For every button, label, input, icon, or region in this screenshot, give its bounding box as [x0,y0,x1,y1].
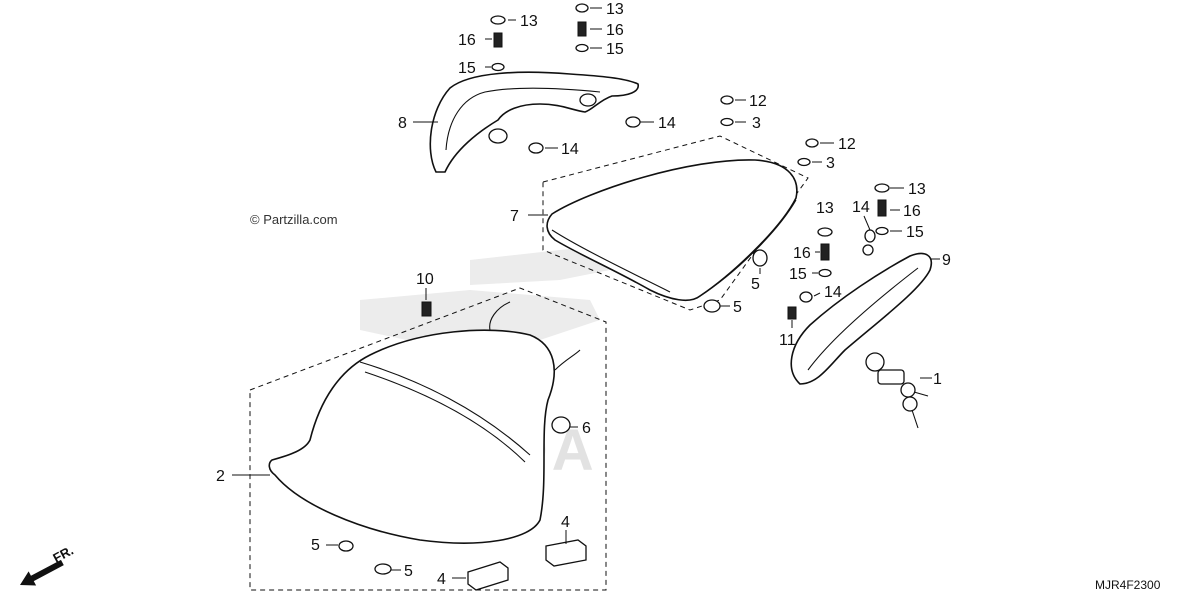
callout-1[interactable]: 1 [933,371,942,388]
callout-12a[interactable]: 12 [749,93,767,110]
grab-rail-left[interactable] [429,71,639,173]
callout-8[interactable]: 8 [398,115,407,132]
callout-13c[interactable]: 13 [908,181,926,198]
grab-rail-right[interactable] [790,244,932,385]
callout-11[interactable]: 11 [779,332,796,349]
callout-15b[interactable]: 15 [606,41,624,58]
callout-10[interactable]: 10 [416,271,434,288]
diagram-code: MJR4F2300 [1095,578,1161,592]
callout-labels: 1 2 3 3 4 4 5 5 5 5 6 7 8 9 10 11 12 12 … [216,1,951,588]
callout-16b[interactable]: 16 [606,22,624,39]
callout-16c[interactable]: 16 [903,203,921,220]
fr-label: FR. [50,543,76,566]
seat-lock-key[interactable] [865,352,929,429]
callout-5a[interactable]: 5 [751,276,760,293]
callout-5c[interactable]: 5 [311,537,320,554]
leader-lines [326,7,904,579]
pillion-seat[interactable] [542,135,809,311]
callout-16d[interactable]: 16 [793,245,811,262]
rider-seat[interactable] [249,287,607,591]
callout-7[interactable]: 7 [510,208,519,225]
callout-5d[interactable]: 5 [404,563,413,580]
callout-14a[interactable]: 14 [658,115,676,132]
callout-12b[interactable]: 12 [838,136,856,153]
callout-4b[interactable]: 4 [437,571,446,588]
callout-13a[interactable]: 13 [520,13,538,30]
callout-14b[interactable]: 14 [561,141,579,158]
front-direction-arrow: FR. [20,543,76,586]
callout-3b[interactable]: 3 [826,155,835,172]
callout-15c[interactable]: 15 [906,224,924,241]
callout-3a[interactable]: 3 [752,115,761,132]
partzilla-watermark: © Partzilla.com [250,212,338,227]
callout-14c[interactable]: 14 [852,199,870,216]
callout-16a[interactable]: 16 [458,32,476,49]
callout-6[interactable]: 6 [582,420,591,437]
callout-4a[interactable]: 4 [561,514,570,531]
callout-14d[interactable]: 14 [824,284,842,301]
callout-13d[interactable]: 13 [816,200,834,217]
callout-13b[interactable]: 13 [606,1,624,18]
callout-15d[interactable]: 15 [789,266,807,283]
callout-15a[interactable]: 15 [458,60,476,77]
hardware-items [338,3,890,591]
callout-2[interactable]: 2 [216,468,225,485]
callout-9[interactable]: 9 [942,252,951,269]
callout-5b[interactable]: 5 [733,299,742,316]
